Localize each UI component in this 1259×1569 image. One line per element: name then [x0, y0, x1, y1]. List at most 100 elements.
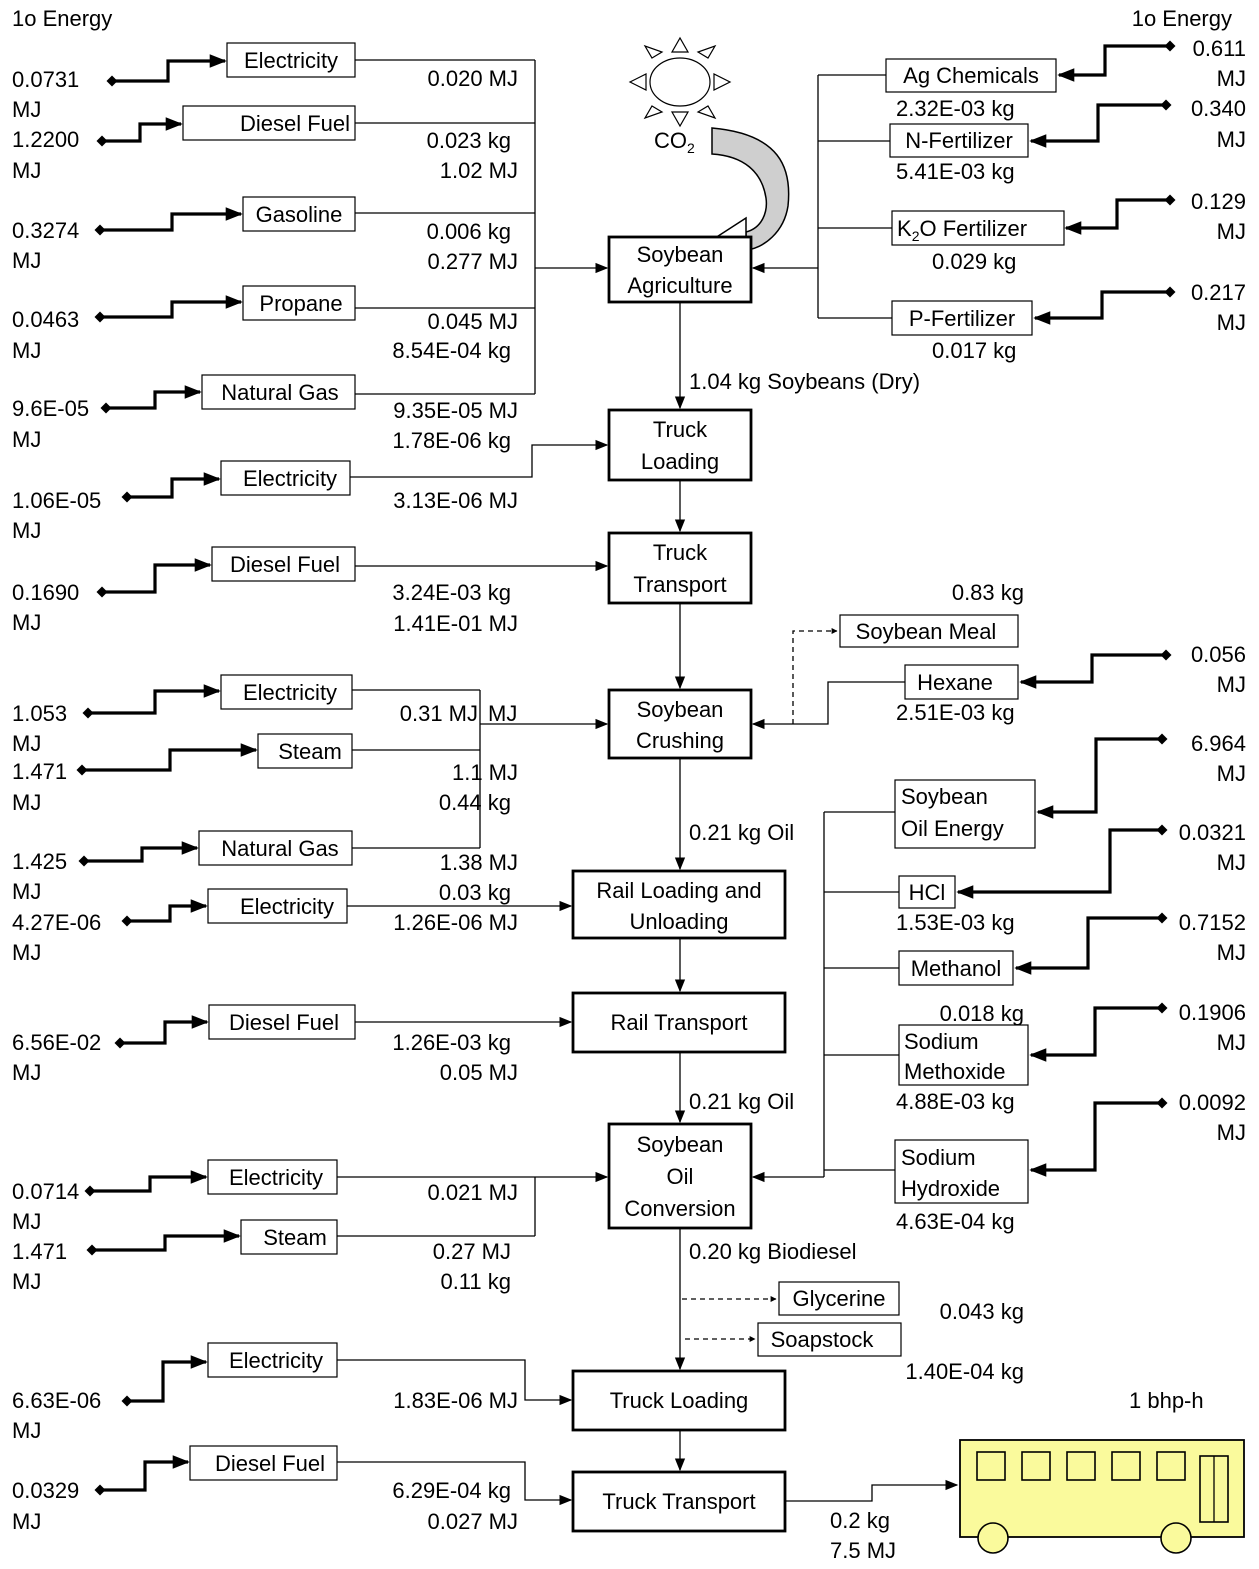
svg-text:Ag Chemicals: Ag Chemicals: [903, 63, 1039, 88]
svg-text:Sodium: Sodium: [904, 1029, 979, 1054]
svg-text:0.056: 0.056: [1191, 642, 1246, 667]
right-input-hexane: Hexane 0.056 MJ 2.51E-03 kg: [751, 642, 1246, 730]
svg-text:MJ: MJ: [1217, 1030, 1246, 1055]
process-soybean-agriculture: Soybean Agriculture: [607, 235, 753, 304]
output-flow: 0.2 kg 7.5 MJ: [785, 1479, 959, 1563]
crushing-mj-unit: MJ: [488, 701, 517, 726]
process-truck-transport-1: Truck Transport: [607, 531, 753, 605]
svg-text:1.41E-01 MJ: 1.41E-01 MJ: [393, 611, 518, 636]
svg-text:MJ: MJ: [1217, 127, 1246, 152]
svg-text:0.045 MJ: 0.045 MJ: [428, 309, 519, 334]
output-unit-label: 1 bhp-h: [1129, 1388, 1204, 1413]
svg-text:Steam: Steam: [263, 1225, 327, 1250]
flow-soybeans-label: 1.04 kg Soybeans (Dry): [689, 369, 920, 394]
svg-text:1.471: 1.471: [12, 759, 67, 784]
svg-text:0.027 MJ: 0.027 MJ: [428, 1509, 519, 1534]
svg-text:6.56E-02: 6.56E-02: [12, 1030, 101, 1055]
svg-text:6.964: 6.964: [1191, 731, 1246, 756]
svg-text:MJ: MJ: [12, 427, 41, 452]
svg-text:P-Fertilizer: P-Fertilizer: [909, 306, 1015, 331]
svg-text:Transport: Transport: [633, 572, 726, 597]
svg-text:0.021 MJ: 0.021 MJ: [428, 1180, 519, 1205]
svg-text:1.471: 1.471: [12, 1239, 67, 1264]
svg-text:0.023 kg: 0.023 kg: [427, 128, 511, 153]
process-soybean-oil-conversion: Soybean Oil Conversion: [607, 1122, 753, 1230]
svg-text:Truck: Truck: [653, 417, 708, 442]
svg-text:0.006 kg: 0.006 kg: [427, 219, 511, 244]
svg-text:0.31 MJ: 0.31 MJ: [400, 701, 478, 726]
process-rail-loading-unloading: Rail Loading and Unloading: [571, 869, 787, 940]
co2-label: CO2: [654, 128, 695, 156]
process-rail-transport: Rail Transport: [571, 991, 787, 1054]
svg-text:1.06E-05: 1.06E-05: [12, 488, 101, 513]
input-ag-electricity: Electricity 0.0731 MJ 0.020 MJ: [12, 42, 535, 122]
svg-text:0.611: 0.611: [1193, 36, 1246, 61]
svg-text:3.13E-06 MJ: 3.13E-06 MJ: [393, 488, 518, 513]
svg-text:2.51E-03 kg: 2.51E-03 kg: [896, 700, 1015, 725]
svg-text:1.425: 1.425: [12, 849, 67, 874]
svg-text:MJ: MJ: [12, 1418, 41, 1443]
svg-text:Rail Transport: Rail Transport: [611, 1010, 748, 1035]
svg-text:MJ: MJ: [12, 1269, 41, 1294]
svg-text:6.29E-04 kg: 6.29E-04 kg: [392, 1478, 511, 1503]
coproduct-soybean-meal: Soybean Meal 0.83 kg: [792, 580, 1024, 724]
svg-text:Methoxide: Methoxide: [904, 1059, 1006, 1084]
flow-biodiesel-label: 0.20 kg Biodiesel: [689, 1239, 857, 1264]
svg-text:Steam: Steam: [278, 739, 342, 764]
input-tt1-diesel: Diesel Fuel 0.1690 MJ 3.24E-03 kg 1.41E-…: [12, 546, 609, 636]
agriculture-right-bus-arrow: [751, 74, 892, 319]
svg-text:0.029 kg: 0.029 kg: [932, 249, 1016, 274]
svg-text:0.11 kg: 0.11 kg: [440, 1269, 511, 1294]
svg-text:Oil Energy: Oil Energy: [901, 816, 1004, 841]
svg-text:MJ: MJ: [1217, 940, 1246, 965]
svg-text:Truck Transport: Truck Transport: [602, 1489, 755, 1514]
svg-text:2.32E-03 kg: 2.32E-03 kg: [896, 96, 1015, 121]
svg-text:MJ: MJ: [12, 338, 41, 363]
svg-text:Hexane: Hexane: [917, 670, 993, 695]
bus-icon: [959, 1439, 1245, 1554]
right-input-p-fertilizer: P-Fertilizer 0.217 MJ 0.017 kg: [891, 280, 1246, 363]
svg-text:0.2 kg: 0.2 kg: [830, 1508, 890, 1533]
svg-text:0.0714: 0.0714: [12, 1179, 79, 1204]
svg-text:Soybean: Soybean: [637, 1132, 724, 1157]
svg-text:MJ: MJ: [1217, 672, 1246, 697]
svg-text:MJ: MJ: [1217, 761, 1246, 786]
svg-text:Hydroxide: Hydroxide: [901, 1176, 1000, 1201]
svg-text:1.78E-06 kg: 1.78E-06 kg: [392, 428, 511, 453]
input-cr-natural-gas: Natural Gas 1.425 MJ 1.38 MJ 0.03 kg: [12, 830, 518, 905]
input-cr-steam: Steam 1.471 MJ 1.1 MJ 0.44 kg: [12, 733, 518, 815]
svg-text:Soybean: Soybean: [637, 242, 724, 267]
svg-text:Truck: Truck: [653, 540, 708, 565]
svg-text:5.41E-03 kg: 5.41E-03 kg: [896, 159, 1015, 184]
svg-text:Soapstock: Soapstock: [771, 1327, 875, 1352]
input-rt-diesel: Diesel Fuel 6.56E-02 MJ 1.26E-03 kg 0.05…: [12, 1004, 573, 1085]
svg-text:8.54E-04 kg: 8.54E-04 kg: [392, 338, 511, 363]
input-ag-natural-gas: Natural Gas 9.6E-05 MJ 9.35E-05 MJ 1.78E…: [12, 374, 535, 453]
svg-text:0.0329: 0.0329: [12, 1478, 79, 1503]
svg-text:Loading: Loading: [641, 449, 719, 474]
svg-text:9.35E-05 MJ: 9.35E-05 MJ: [393, 398, 518, 423]
svg-text:0.7152: 0.7152: [1179, 910, 1246, 935]
svg-text:Truck Loading: Truck Loading: [610, 1388, 749, 1413]
svg-text:Natural Gas: Natural Gas: [221, 836, 338, 861]
input-rl-electricity: Electricity 4.27E-06 MJ 1.26E-06 MJ: [12, 888, 573, 965]
input-tl2-electricity: Electricity 6.63E-06 MJ 1.83E-06 MJ: [12, 1342, 573, 1443]
flow-oil-label-1: 0.21 kg Oil: [689, 820, 794, 845]
svg-text:Sodium: Sodium: [901, 1145, 976, 1170]
input-oc-electricity: Electricity 0.0714 MJ 0.021 MJ: [12, 1159, 535, 1234]
svg-text:MJ: MJ: [12, 248, 41, 273]
svg-text:Agriculture: Agriculture: [627, 273, 732, 298]
svg-text:0.27 MJ: 0.27 MJ: [433, 1239, 511, 1264]
svg-text:6.63E-06: 6.63E-06: [12, 1388, 101, 1413]
svg-text:Natural Gas: Natural Gas: [221, 380, 338, 405]
process-truck-loading-1: Truck Loading: [607, 408, 753, 482]
svg-text:0.83 kg: 0.83 kg: [952, 580, 1024, 605]
svg-text:0.277 MJ: 0.277 MJ: [428, 249, 519, 274]
svg-text:4.27E-06: 4.27E-06: [12, 910, 101, 935]
svg-text:0.3274: 0.3274: [12, 218, 79, 243]
svg-text:0.020 MJ: 0.020 MJ: [428, 66, 519, 91]
input-cr-electricity: Electricity 1.053 MJ 0.31 MJ 0.31 MJ: [12, 674, 480, 756]
right-input-sodium-methoxide: Sodium Methoxide 0.1906 MJ 4.88E-03 kg: [896, 1000, 1246, 1114]
svg-text:MJ: MJ: [12, 1209, 41, 1234]
